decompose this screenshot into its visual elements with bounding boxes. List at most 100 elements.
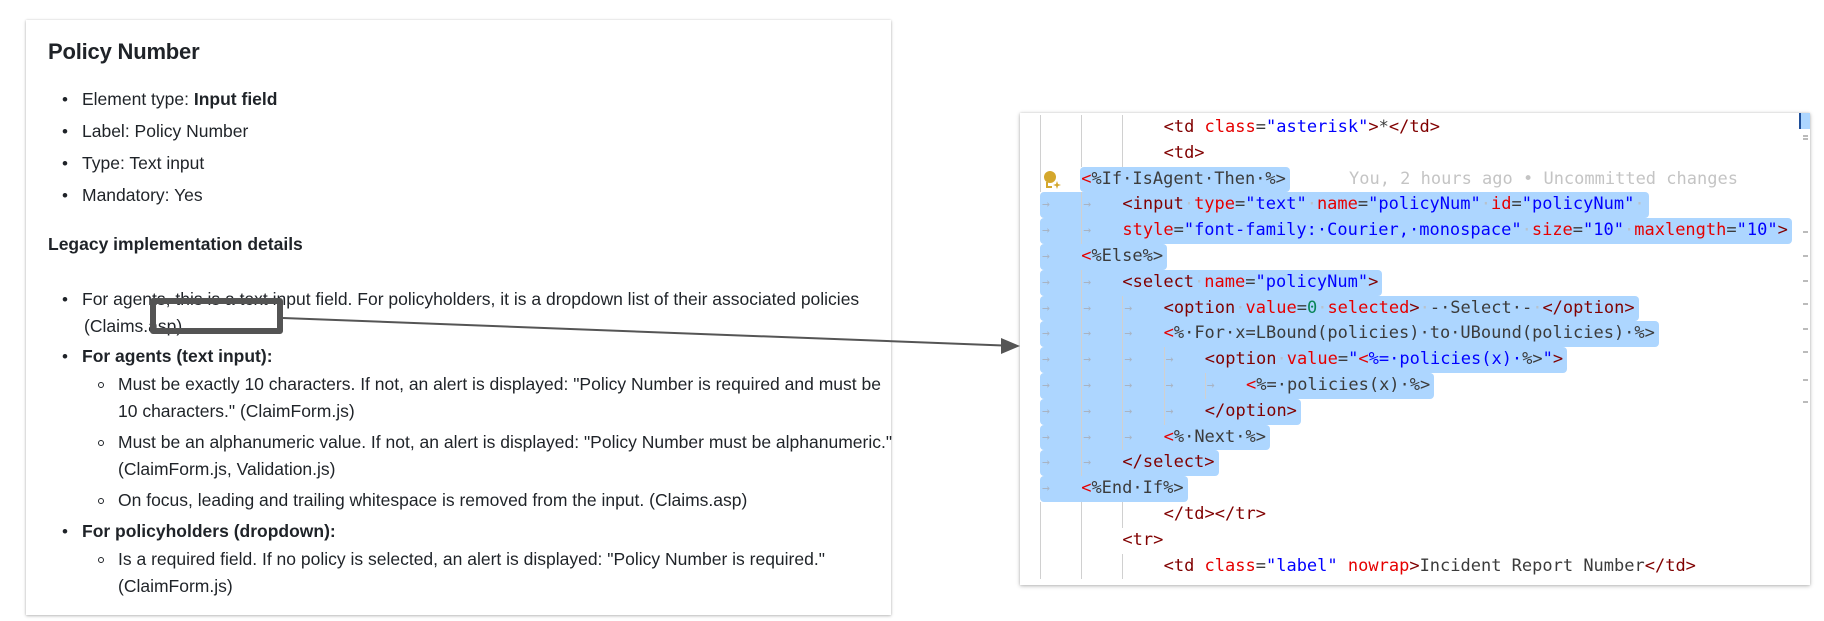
code-line[interactable]: →→→<option·value=0·selected>·-·Select·-·… (1020, 295, 1810, 322)
indent-guide (1081, 347, 1083, 373)
code-token: %End·If%> (1091, 478, 1184, 499)
indent-guide (1040, 115, 1041, 141)
tab-arrow-icon: → (1042, 429, 1050, 445)
element-meta-list: Element type: Input field Label: Policy … (48, 86, 882, 214)
code-text: style="font-family:·Courier,·monospace"·… (1122, 218, 1787, 244)
tab-arrow-icon: → (1042, 248, 1050, 264)
code-text: <input·type="text"·name="policyNum"·id="… (1122, 192, 1644, 218)
code-token: class (1204, 555, 1256, 576)
indent-guide (1081, 450, 1083, 477)
tab-arrow-icon: → (1042, 352, 1050, 368)
code-line[interactable]: <%If·IsAgent·Then·%>You, 2 hours ago • U… (1020, 166, 1810, 193)
tab-arrow-icon: → (1083, 197, 1092, 213)
minimap-scrollbar[interactable] (1799, 113, 1810, 585)
indent-guide (1081, 553, 1083, 580)
code-token: > (1552, 349, 1564, 370)
indent-guide (1040, 501, 1041, 528)
tab-arrow-icon: → (1083, 377, 1092, 393)
code-text: <%·For·x=LBound(policies)·to·UBound(poli… (1164, 321, 1655, 347)
code-line[interactable]: →→→<%·Next·%> (1020, 424, 1810, 451)
agents-rule: On focus, leading and trailing whitespac… (98, 487, 897, 514)
code-token: value (1286, 349, 1338, 370)
agents-rules-list: Must be exactly 10 characters. If not, a… (82, 371, 897, 514)
tab-arrow-icon: → (1042, 481, 1050, 497)
code-token: maxlength (1634, 220, 1727, 241)
code-token: < (1163, 323, 1174, 344)
code-line[interactable]: →→→→</option> (1020, 398, 1810, 425)
legacy-intro-item: For agents, this is a text input field. … (62, 286, 897, 340)
agents-rule: Must be an alphanumeric value. If not, a… (98, 429, 897, 483)
selection-highlight (1040, 450, 1219, 477)
code-token: "asterisk" (1265, 117, 1369, 137)
tab-arrow-icon: → (1042, 377, 1050, 393)
code-token: id (1490, 194, 1512, 215)
code-token: <option (1163, 297, 1236, 318)
code-line[interactable]: <td class="label" nowrap>Incident Report… (1020, 553, 1810, 580)
tab-arrow-icon: → (1083, 455, 1092, 471)
code-token: "font-family:·Courier,·monospace" (1183, 220, 1522, 241)
tab-arrow-icon: → (1083, 352, 1092, 368)
tab-arrow-icon: → (1083, 274, 1092, 290)
code-token: </option> (1542, 297, 1635, 318)
code-token: </td> (1388, 117, 1441, 137)
code-token: = (1245, 271, 1256, 292)
code-token: style (1122, 220, 1174, 241)
code-token: > (1777, 220, 1788, 241)
meta-item-mandatory: Mandatory: Yes (62, 182, 882, 209)
indent-guide (1081, 321, 1083, 348)
code-token: · (1306, 194, 1317, 215)
code-token: class (1204, 117, 1256, 137)
code-token: = (1255, 117, 1266, 137)
code-token: < (1163, 426, 1174, 447)
tab-arrow-icon: → (1083, 403, 1092, 419)
code-token: > (1368, 271, 1379, 292)
code-token: > (1409, 297, 1420, 318)
code-token: type (1194, 194, 1236, 215)
code-line[interactable]: <tr> (1020, 527, 1810, 554)
indent-guide (1204, 372, 1206, 399)
code-token: "policyNum" (1521, 194, 1635, 215)
code-line[interactable]: →→<select·name="policyNum"> (1020, 269, 1810, 296)
code-line[interactable]: →<%Else%> (1020, 243, 1810, 270)
code-token: selected (1327, 297, 1410, 318)
tab-arrow-icon: → (1124, 352, 1133, 368)
code-text: <td> (1164, 141, 1205, 167)
ai-lightbulb-icon[interactable] (1042, 170, 1062, 190)
indent-guide (1081, 424, 1083, 451)
code-text: </td></tr> (1164, 502, 1266, 528)
git-blame-annotation: You, 2 hours ago • Uncommitted changes (1349, 168, 1738, 189)
indent-guide (1163, 398, 1165, 425)
code-line[interactable]: →→→→<option·value="<%=·policies(x)·%>"> (1020, 347, 1810, 373)
policyholders-rules-list: Is a required field. If no policy is sel… (82, 546, 897, 600)
arrowhead-icon (1001, 338, 1020, 354)
tab-arrow-icon: → (1124, 377, 1133, 393)
meta-value: Policy Number (134, 121, 249, 141)
minimap-slider[interactable] (1800, 113, 1810, 129)
code-token: <select (1122, 271, 1195, 292)
code-token: " (1348, 349, 1359, 370)
code-text: <td class="asterisk">*</td> (1164, 115, 1440, 141)
code-token: · (1521, 220, 1532, 241)
code-token: </select> (1122, 452, 1215, 473)
indent-guide (1122, 295, 1124, 322)
meta-item-element-type: Element type: Input field (62, 86, 882, 113)
code-line[interactable]: →<%End·If%> (1020, 476, 1810, 502)
code-line[interactable]: →→style="font-family:·Courier,·monospace… (1020, 218, 1810, 244)
indent-guide (1081, 295, 1083, 322)
code-token: name (1204, 271, 1246, 292)
code-token: </option> (1204, 400, 1297, 421)
code-line[interactable]: <td> (1020, 140, 1810, 167)
code-line[interactable]: →→</select> (1020, 450, 1810, 477)
code-token: %·For·x=LBound(policies)·to·UBound(polic… (1173, 323, 1655, 344)
code-token: %If·IsAgent·Then·%> (1091, 168, 1286, 189)
code-line[interactable]: <td class="asterisk">*</td> (1020, 115, 1810, 141)
selection-highlight (1040, 243, 1168, 270)
code-editor[interactable]: <td class="asterisk">*</td><td><%If·IsAg… (1020, 113, 1810, 585)
code-token: = (1296, 297, 1307, 318)
meta-label: Element type: (82, 89, 194, 109)
code-line[interactable]: </td></tr> (1020, 501, 1810, 528)
code-line[interactable]: →→→<%·For·x=LBound(policies)·to·UBound(p… (1020, 321, 1810, 348)
code-line[interactable]: →→→→→<%=·policies(x)·%> (1020, 372, 1810, 399)
code-token: 0 (1306, 297, 1318, 318)
code-line[interactable]: →→<input·type="text"·name="policyNum"·id… (1020, 192, 1810, 219)
